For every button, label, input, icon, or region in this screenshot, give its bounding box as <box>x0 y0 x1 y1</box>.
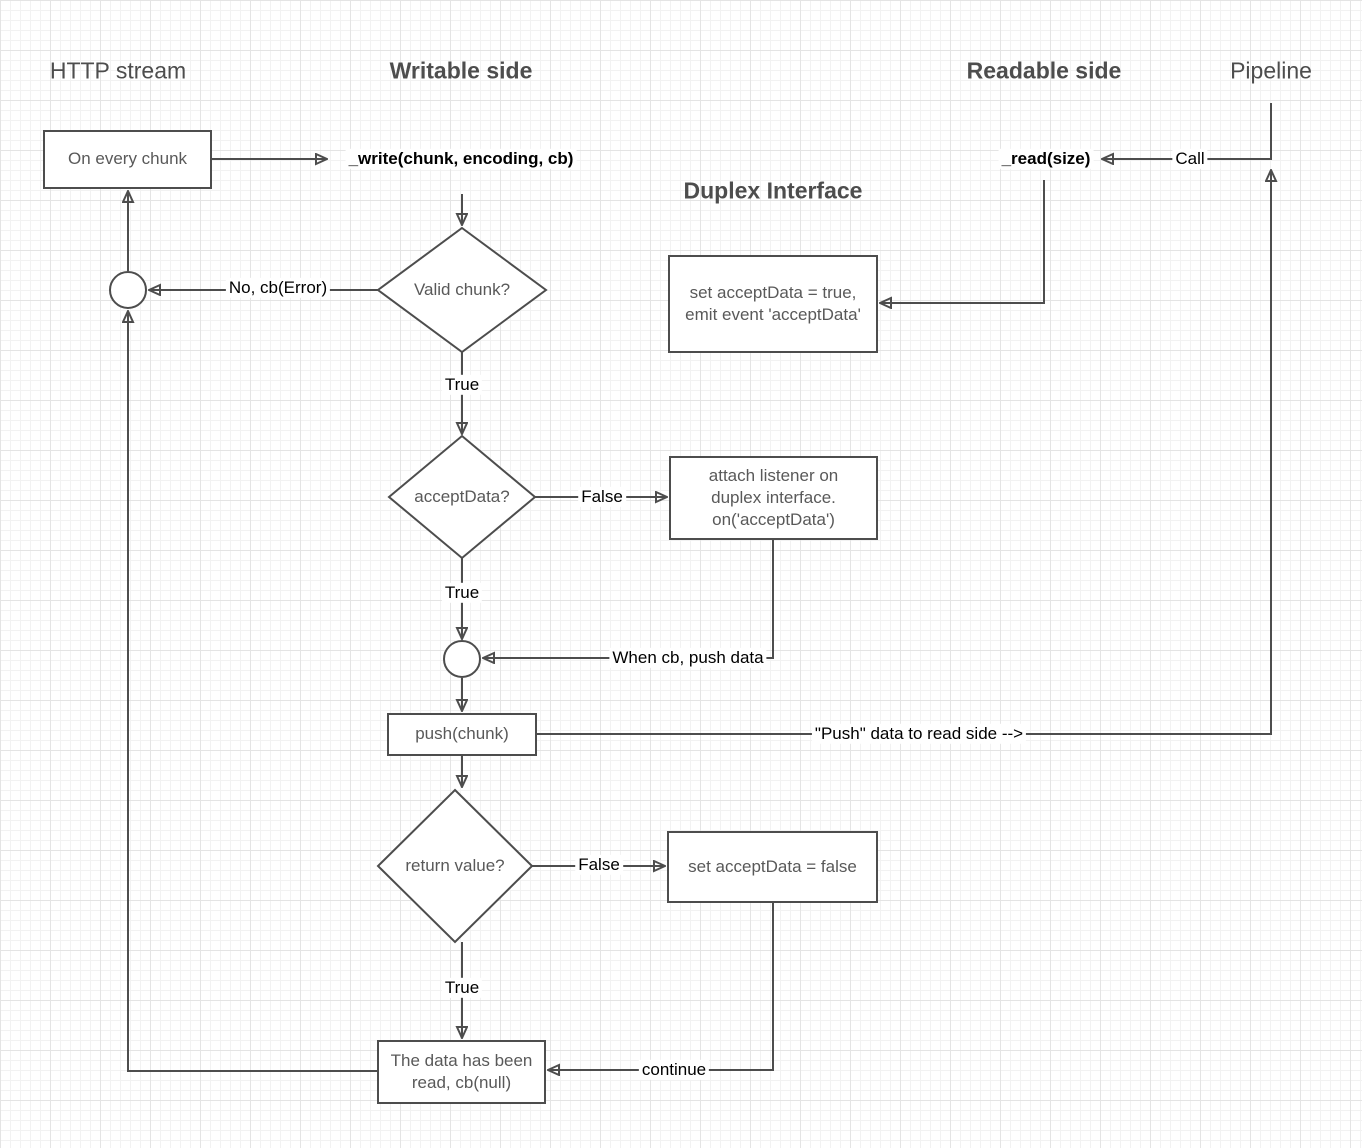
header-writable-side: Writable side <box>389 57 533 84</box>
on-every-chunk-box <box>43 130 212 189</box>
edge-pipeline-call-to-read <box>1103 103 1272 159</box>
header-pipeline: Pipeline <box>1230 57 1312 84</box>
edge-read-to-setaccepttrue <box>881 180 1045 303</box>
header-http-stream: HTTP stream <box>49 57 187 84</box>
edge-dataread-to-junction <box>128 312 378 1072</box>
edge-label-push-to-read: "Push" data to read side --> <box>811 723 1027 745</box>
read-fn-label: _read(size) <box>998 148 1094 170</box>
edge-label-true-1: True <box>441 374 483 396</box>
merge-junction-middle <box>443 640 481 678</box>
data-read-box <box>377 1040 546 1104</box>
edge-push-to-pipeline <box>536 171 1271 735</box>
return-value-diamond <box>376 788 534 944</box>
edge-label-true-3: True <box>441 977 483 999</box>
attach-listener-box <box>669 456 878 540</box>
set-acceptdata-false-box <box>667 831 878 903</box>
push-chunk-box <box>387 713 537 756</box>
edge-label-continue: continue <box>638 1059 710 1081</box>
edge-label-call: Call <box>1172 148 1208 170</box>
edge-setacceptfalse-to-dataread <box>549 902 774 1070</box>
edge-label-false-2: False <box>575 854 623 876</box>
header-readable-side: Readable side <box>966 57 1122 84</box>
edge-label-when-cb: When cb, push data <box>609 647 767 669</box>
set-acceptdata-true-box <box>668 255 878 353</box>
header-duplex-interface: Duplex Interface <box>683 177 863 204</box>
write-fn-label: _write(chunk, encoding, cb) <box>345 148 577 170</box>
edge-label-no-cb-error: No, cb(Error) <box>225 277 331 299</box>
acceptdata-diamond <box>387 434 537 560</box>
merge-junction-left <box>109 271 147 309</box>
valid-chunk-diamond <box>376 226 548 354</box>
edge-label-true-2: True <box>441 582 483 604</box>
edge-label-false-1: False <box>578 486 626 508</box>
edge-listener-to-junction2 <box>484 539 774 658</box>
